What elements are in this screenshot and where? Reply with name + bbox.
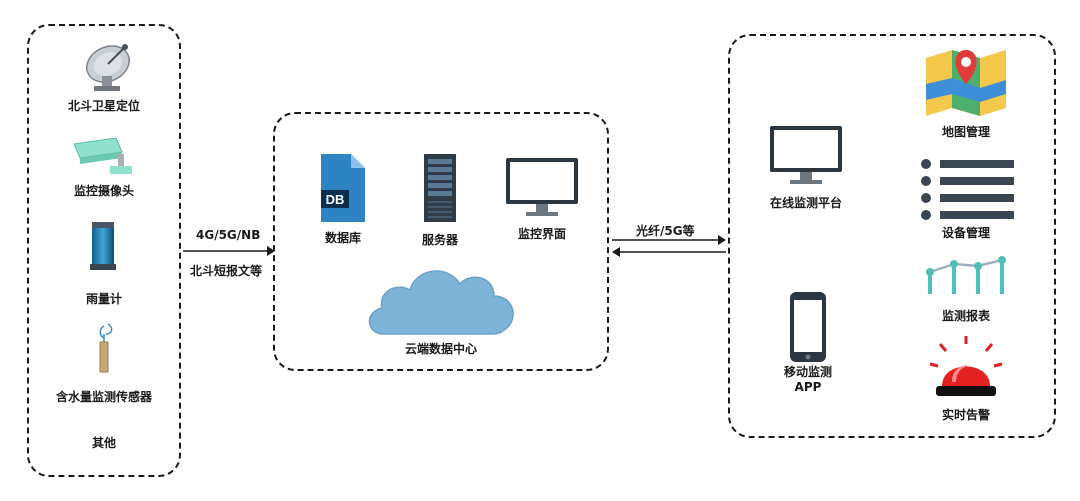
db-badge: DB — [326, 192, 345, 207]
other-label: 其他 — [91, 436, 116, 450]
report-chart-icon — [926, 256, 1006, 294]
mobile-phone-icon — [790, 292, 826, 362]
left-link-bottom-label: 北斗短报文等 — [190, 264, 263, 278]
server-icon — [424, 154, 456, 222]
monitor-ui-label: 监控界面 — [517, 227, 566, 241]
map-mgmt-label: 地图管理 — [941, 125, 990, 139]
left-link-arrow-icon — [183, 246, 275, 256]
rain-gauge-label: 雨量计 — [85, 292, 122, 306]
alarm-label: 实时告警 — [941, 408, 990, 422]
right-link-arrow-icon — [612, 235, 726, 257]
online-platform-label: 在线监测平台 — [769, 196, 842, 210]
water-sensor-icon — [99, 323, 113, 373]
monitor-screen-icon — [506, 158, 578, 216]
beidou-label: 北斗卫星定位 — [67, 99, 140, 113]
server-label: 服务器 — [421, 233, 458, 247]
map-icon — [926, 50, 1006, 116]
alarm-siren-icon — [929, 336, 1003, 396]
apps-group — [728, 34, 1056, 438]
rain-gauge-icon — [90, 222, 116, 270]
water-sensor-label: 含水量监测传感器 — [55, 390, 152, 404]
list-icon — [921, 159, 1014, 220]
cloud-icon — [368, 270, 514, 335]
database-icon: DB — [321, 154, 365, 222]
mobile-app-label-line2: APP — [794, 380, 822, 394]
desktop-monitor-icon — [770, 126, 842, 184]
device-mgmt-label: 设备管理 — [941, 226, 990, 240]
database-label: 数据库 — [324, 231, 361, 245]
cloud-center-label: 云端数据中心 — [404, 342, 477, 356]
devices-group — [27, 24, 181, 477]
satellite-dish-icon — [86, 44, 130, 91]
camera-icon — [73, 138, 132, 174]
camera-label: 监控摄像头 — [73, 184, 134, 198]
report-label: 监测报表 — [941, 309, 990, 323]
right-link-label: 光纤/5G等 — [636, 224, 695, 238]
mobile-app-label-line1: 移动监测 — [783, 365, 832, 379]
left-link-top-label: 4G/5G/NB — [196, 228, 261, 242]
cloud-group — [273, 112, 609, 371]
